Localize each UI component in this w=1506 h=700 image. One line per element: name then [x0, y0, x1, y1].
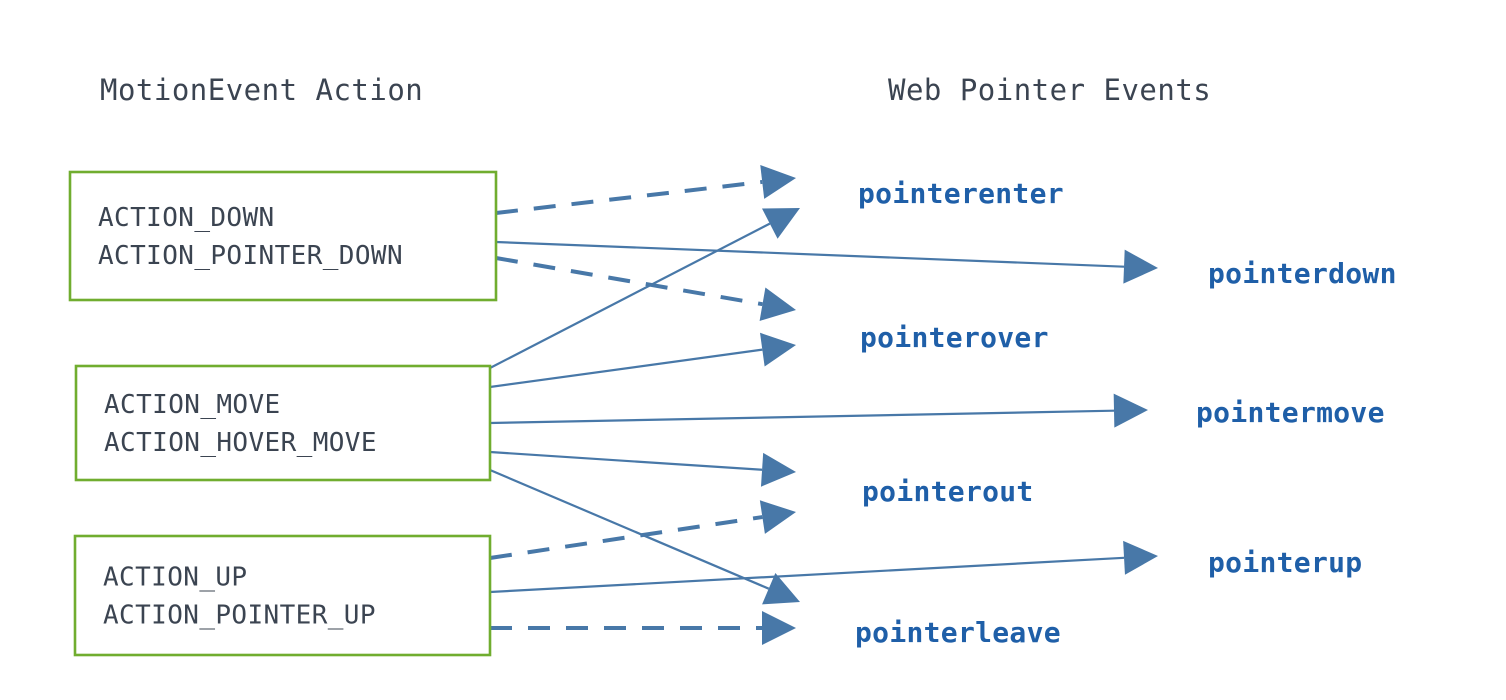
action-label: ACTION_HOVER_MOVE [104, 428, 377, 458]
column-header-motionevent: MotionEvent Action [100, 73, 423, 107]
pointer-event-label-pointerenter[interactable]: pointerenter [858, 177, 1064, 210]
action-box-border [73, 534, 492, 657]
pointer-event-label-pointerout[interactable]: pointerout [862, 475, 1034, 508]
connector-down-to-pointerdown [495, 240, 1158, 284]
connector-line [489, 450, 763, 471]
connector-line [489, 468, 770, 590]
connector-move-to-pointerenter [489, 208, 800, 369]
connector-line [495, 240, 1125, 268]
connector-line [489, 348, 763, 389]
action-label: ACTION_POINTER_UP [103, 601, 376, 631]
pointer-event-labels-layer: pointerenter pointerdown pointerover pointe… [855, 177, 1397, 649]
connector-line [489, 222, 771, 369]
pointer-event-label-pointerleave[interactable]: pointerleave [855, 616, 1061, 649]
action-box-box-down[interactable]: ACTION_DOWN ACTION_POINTER_DOWN [68, 170, 498, 302]
action-box-box-move[interactable]: ACTION_MOVE ACTION_HOVER_MOVE [74, 364, 492, 482]
connector-line [495, 256, 763, 307]
arrowhead-icon [1113, 393, 1148, 428]
arrowhead-icon [760, 332, 796, 367]
column-header-web-pointer-events: Web Pointer Events [888, 73, 1211, 107]
connector-line [489, 515, 763, 560]
pointer-event-label-pointerup[interactable]: pointerup [1208, 546, 1362, 579]
connector-move-to-pointermove [489, 393, 1148, 428]
connector-line [495, 179, 763, 215]
connector-up-to-pointerup [489, 540, 1158, 594]
pointer-event-label-pointerdown[interactable]: pointerdown [1208, 257, 1397, 290]
action-boxes-layer: ACTION_DOWN ACTION_POINTER_DOWN ACTION_MOV… [68, 170, 498, 657]
connector-down-to-pointerover [495, 256, 796, 321]
pointer-event-label-pointerover[interactable]: pointerover [860, 321, 1049, 354]
action-box-border [68, 170, 498, 302]
arrowhead-icon [760, 452, 796, 487]
arrowhead-icon [762, 573, 800, 605]
connectors-layer [489, 165, 1158, 645]
action-label: ACTION_MOVE [104, 390, 281, 420]
connector-line [489, 556, 1125, 594]
action-box-border [74, 364, 492, 482]
pointer-event-label-pointermove[interactable]: pointermove [1196, 396, 1385, 429]
connector-move-to-pointerleave [489, 468, 800, 605]
connector-line [489, 409, 1115, 425]
arrowhead-icon [759, 500, 796, 534]
arrowhead-icon [759, 287, 796, 321]
action-label: ACTION_UP [103, 563, 247, 593]
action-label: ACTION_DOWN [98, 203, 275, 233]
arrowhead-icon [1123, 540, 1158, 575]
arrowhead-icon [1123, 249, 1158, 284]
connector-up-to-pointerout [489, 500, 796, 560]
arrowhead-icon [762, 611, 796, 645]
connector-move-to-pointerout [489, 450, 796, 487]
connector-down-to-pointerenter [495, 165, 796, 215]
arrowhead-icon [760, 165, 796, 199]
connector-up-to-pointerleave [490, 611, 796, 645]
arrowhead-icon [761, 208, 800, 239]
action-label: ACTION_POINTER_DOWN [98, 241, 403, 271]
action-box-box-up[interactable]: ACTION_UP ACTION_POINTER_UP [73, 534, 492, 657]
connector-move-to-pointerover [489, 332, 796, 389]
